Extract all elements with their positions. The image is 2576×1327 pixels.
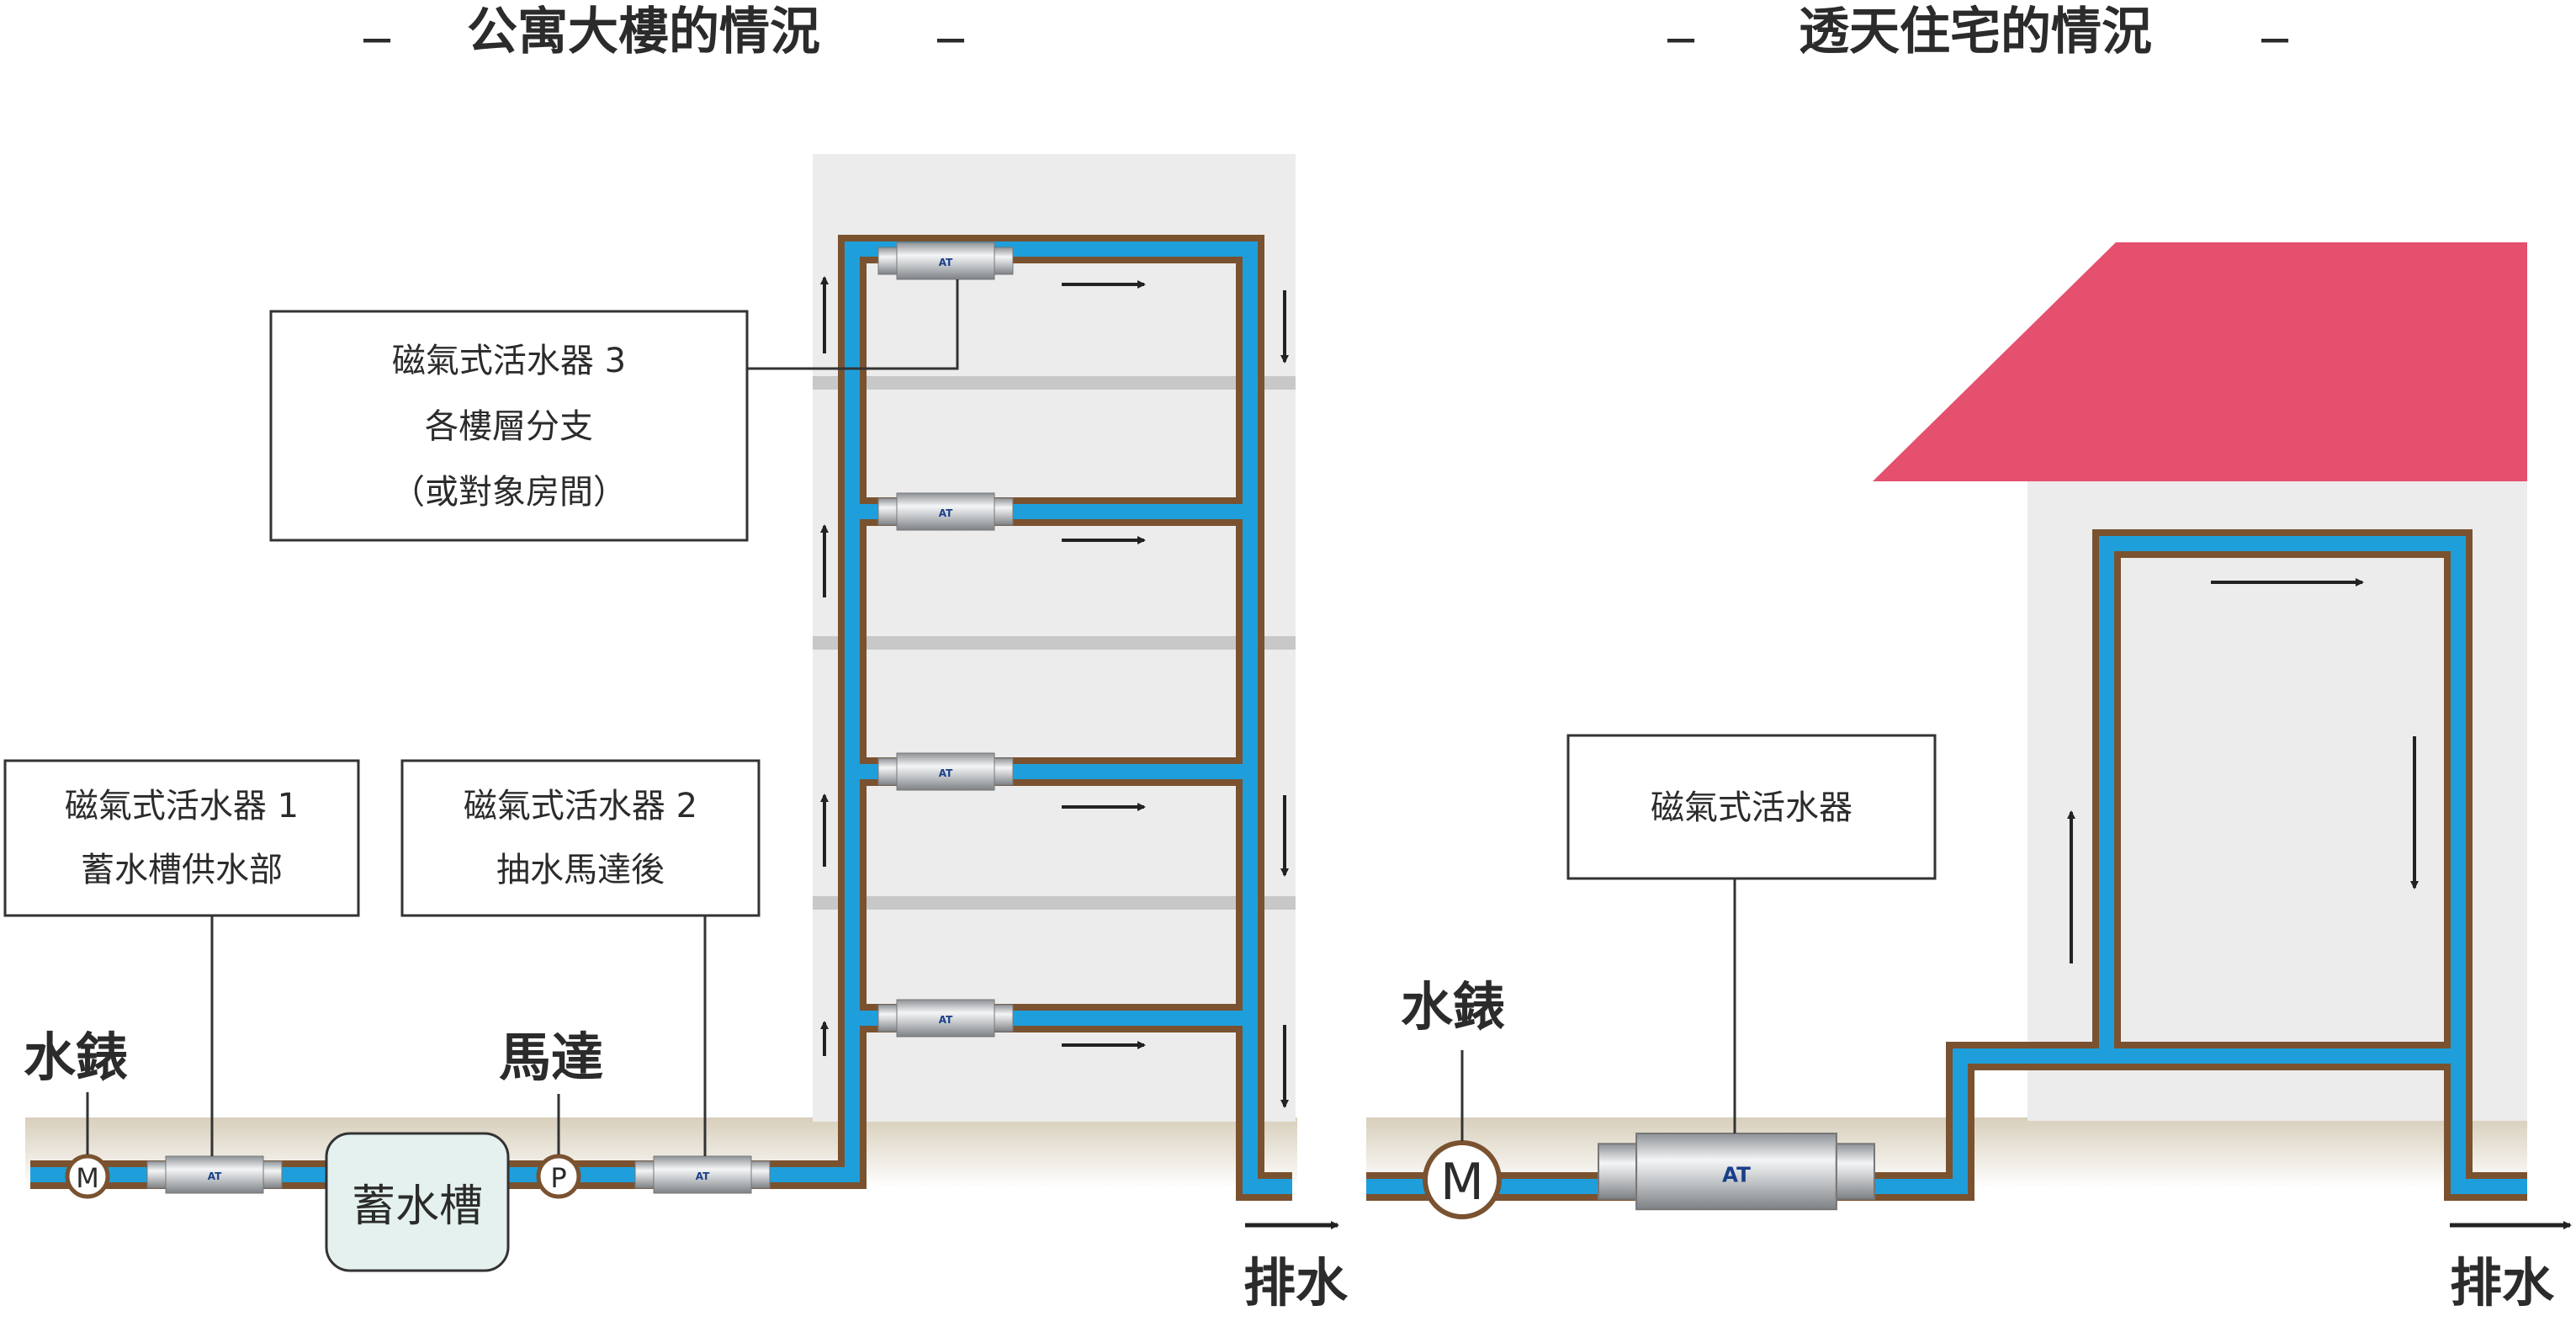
device-floor-1 <box>877 999 1014 1038</box>
callout-3-line-2: 各樓層分支 <box>425 407 593 446</box>
tank-label: 蓄水槽 <box>352 1181 483 1232</box>
right-title-dash-right: — <box>2260 22 2290 56</box>
meter-left-symbol: M <box>76 1162 99 1194</box>
device-2 <box>634 1155 771 1194</box>
flow-arrows-right <box>1062 280 1146 1049</box>
pump-symbol: P <box>550 1162 566 1194</box>
apartment-building <box>813 154 1296 1122</box>
motor-label: 馬達 <box>499 1027 603 1088</box>
drain-right-label: 排水 <box>2450 1252 2555 1314</box>
callout-1-line-1: 磁氣式活水器 1 <box>65 787 299 825</box>
storage-tank: 蓄水槽 <box>325 1132 510 1272</box>
meter-right-symbol: M <box>1440 1153 1484 1212</box>
house-device <box>1597 1132 1876 1211</box>
left-title-dash-right: — <box>936 22 966 56</box>
house <box>1873 242 2527 1121</box>
floor-band-1 <box>813 376 1296 390</box>
water-meter-right: M 水錶 <box>1401 976 1505 1219</box>
callout-1-line-2: 蓄水槽供水部 <box>81 851 283 889</box>
pump: P 馬達 <box>499 1027 603 1199</box>
callout-2-line-1: 磁氣式活水器 2 <box>464 787 697 825</box>
floor-band-3 <box>813 896 1296 910</box>
left-title-dash-left: — <box>362 22 392 56</box>
meter-right-label: 水錶 <box>1401 976 1505 1038</box>
callout-device-2: 磁氣式活水器 2 抽水馬達後 <box>400 759 761 1156</box>
left-title-text: 公寓大樓的情況 <box>467 3 820 61</box>
house-flow-arrows <box>2067 578 2419 963</box>
callout-3-line-1: 磁氣式活水器 3 <box>392 342 626 380</box>
callout-2-line-2: 抽水馬達後 <box>496 851 665 889</box>
device-1 <box>146 1155 283 1194</box>
device-floor-3 <box>877 492 1014 531</box>
meter-left-label: 水錶 <box>24 1027 128 1088</box>
right-title-dash-left: — <box>1666 22 1696 56</box>
water-meter-left: M 水錶 <box>24 1027 128 1199</box>
left-title: — 公寓大樓的情況 — <box>362 3 966 61</box>
callout-house-device: 磁氣式活水器 <box>1566 734 1937 1133</box>
device-floor-4 <box>877 242 1014 280</box>
callout-3-line-3: （或對象房間） <box>391 473 627 512</box>
device-floor-2 <box>877 752 1014 791</box>
drain-left-label: 排水 <box>1243 1252 1349 1314</box>
callout-house-line-1: 磁氣式活水器 <box>1651 788 1852 827</box>
right-title-text: 透天住宅的情況 <box>1799 3 2152 61</box>
right-title: — 透天住宅的情況 — <box>1666 3 2290 61</box>
house-roof <box>1873 242 2527 481</box>
callout-device-3: 磁氣式活水器 3 各樓層分支 （或對象房間） <box>269 279 959 542</box>
callout-device-1: 磁氣式活水器 1 蓄水槽供水部 <box>3 759 360 1156</box>
floor-band-2 <box>813 636 1296 650</box>
